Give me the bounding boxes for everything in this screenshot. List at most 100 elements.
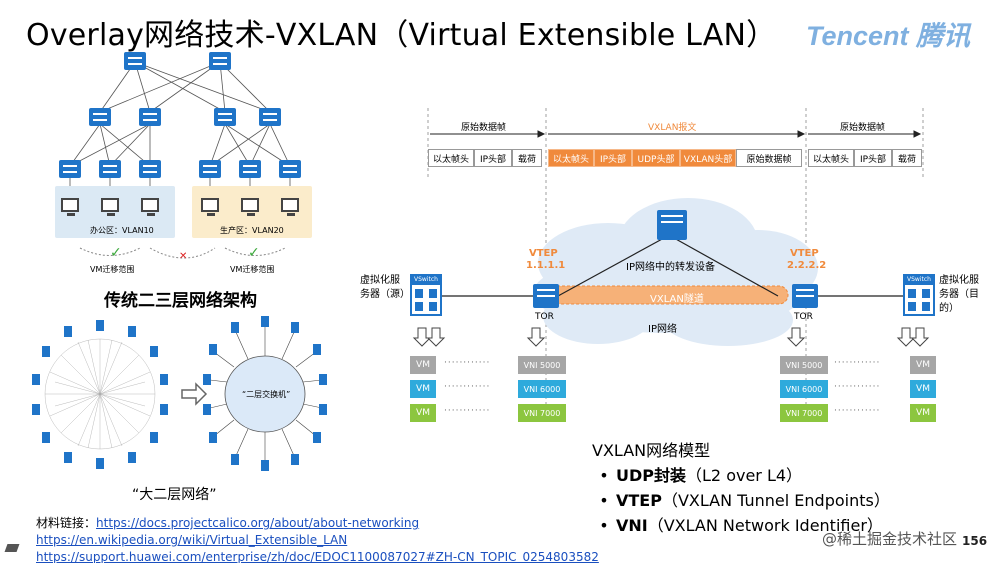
model-bullet: •UDP封装（L2 over L4） bbox=[592, 462, 890, 486]
access-switch-icon bbox=[139, 160, 161, 178]
network-links bbox=[69, 61, 291, 259]
dots: ············ bbox=[834, 358, 881, 368]
seg-vxlan-packet: VXLAN报文 bbox=[648, 123, 697, 133]
page-number: 156 bbox=[962, 534, 988, 548]
vtep-right-ip: 2.2.2.2 bbox=[787, 260, 827, 271]
vni-box: VNI 7000 bbox=[780, 404, 828, 422]
vni-box: VNI 5000 bbox=[518, 356, 566, 374]
vm-box: VM bbox=[910, 380, 936, 398]
core-switch-icon bbox=[209, 52, 231, 70]
bullet-rest: （VXLAN Network Identifier） bbox=[647, 516, 883, 535]
vm-box: VM bbox=[910, 356, 936, 374]
server-icon bbox=[141, 198, 159, 216]
server-icon bbox=[241, 198, 259, 216]
access-switch-icon bbox=[239, 160, 261, 178]
vxlan-tunnel-label: VXLAN隧道 bbox=[650, 294, 704, 305]
production-zone bbox=[192, 186, 312, 238]
frame-field: 以太帧头 bbox=[808, 149, 854, 167]
vxlan-diagram: 原始数据帧 VXLAN报文 原始数据帧 以太帧头 IP头部 载荷 以太帧头 IP… bbox=[358, 98, 979, 428]
dots: ············ bbox=[834, 406, 881, 416]
model-heading: VXLAN网络模型 bbox=[592, 441, 711, 460]
dots: ············ bbox=[444, 382, 491, 392]
forwarding-device-label: IP网络中的转发设备 bbox=[626, 262, 715, 273]
frame-field: 载荷 bbox=[892, 149, 922, 167]
vm-box: VM bbox=[410, 404, 436, 422]
check-icon: ✓ bbox=[248, 245, 260, 261]
frame-field: 以太帧头 bbox=[428, 149, 474, 167]
aggregation-switch-icon bbox=[139, 108, 161, 126]
ip-network-label: IP网络 bbox=[648, 324, 677, 335]
traditional-network-caption: 传统二三层网络架构 bbox=[104, 291, 257, 311]
tor-switch-icon bbox=[792, 284, 818, 308]
link-huawei[interactable]: https://support.huawei.com/enterprise/zh… bbox=[36, 550, 599, 563]
bullet-glyph: • bbox=[599, 491, 609, 510]
big-l2-diagram: “二层交换机” bbox=[20, 312, 330, 472]
dots: ············ bbox=[444, 358, 491, 368]
seg-original-frame-left: 原始数据帧 bbox=[461, 123, 507, 133]
access-switch-icon bbox=[59, 160, 81, 178]
vxlan-graphics bbox=[412, 108, 930, 418]
left-frame-header: 以太帧头 IP头部 载荷 bbox=[428, 149, 542, 167]
vswitch-label: VSwitch bbox=[412, 276, 440, 285]
server-icon bbox=[281, 198, 299, 216]
vm-box: VM bbox=[910, 404, 936, 422]
aggregation-switch-icon bbox=[214, 108, 236, 126]
link-wikipedia[interactable]: https://en.wikipedia.org/wiki/Virtual_Ex… bbox=[36, 533, 348, 547]
core-switch-icon bbox=[124, 52, 146, 70]
page-edge-icon bbox=[4, 544, 20, 552]
right-frame-header: 以太帧头 IP头部 载荷 bbox=[808, 149, 922, 167]
bullet-bold: VTEP bbox=[616, 491, 662, 510]
vm-box: VM bbox=[410, 380, 436, 398]
vm-scope-label: VM迁移范围 bbox=[230, 265, 275, 274]
bullet-glyph: • bbox=[599, 516, 609, 535]
vm-scope-label: VM迁移范围 bbox=[90, 265, 135, 274]
tor-left-label: TOR bbox=[535, 312, 554, 322]
access-switch-icon bbox=[199, 160, 221, 178]
vm-box: VM bbox=[410, 356, 436, 374]
tencent-logo: Tencent 腾讯 bbox=[806, 21, 971, 51]
vhost-dest-label: 虚拟化服务器（目的） bbox=[939, 275, 979, 314]
bullet-rest: （VXLAN Tunnel Endpoints） bbox=[661, 491, 890, 510]
vtep-left-label: VTEP bbox=[529, 248, 558, 259]
model-bullet: • VNI（VXLAN Network Identifier） bbox=[592, 512, 890, 536]
frame-field: IP头部 bbox=[854, 149, 892, 167]
slide-title: Overlay网络技术-VXLAN（Virtual Extensible LAN… bbox=[26, 18, 777, 53]
vxlan-frame-header: 以太帧头 IP头部 UDP头部 VXLAN头部 原始数据帧 bbox=[548, 149, 802, 167]
access-switch-icon bbox=[99, 160, 121, 178]
vni-box: VNI 5000 bbox=[780, 356, 828, 374]
check-icon: ✓ bbox=[110, 245, 122, 261]
links-prefix: 材料链接： bbox=[36, 516, 97, 530]
server-icon bbox=[61, 198, 79, 216]
vswitch-right-icon: VSwitch bbox=[903, 274, 935, 316]
bullet-rest: （L2 over L4） bbox=[686, 466, 803, 485]
office-zone-label: 办公区：VLAN10 bbox=[90, 226, 154, 235]
vtep-right-label: VTEP bbox=[790, 248, 819, 259]
frame-field: 原始数据帧 bbox=[736, 149, 802, 167]
big-switch-label: “二层交换机” bbox=[242, 390, 291, 399]
links-block: 材料链接：https://docs.projectcalico.org/abou… bbox=[36, 514, 599, 563]
tor-right-label: TOR bbox=[794, 312, 813, 322]
tor-switch-icon bbox=[533, 284, 559, 308]
traditional-network-diagram: 办公区：VLAN10 生产区：VLAN20 ✓ ✕ ✓ VM迁移范围 VM迁移范… bbox=[40, 48, 330, 283]
bullet-bold: UDP封装 bbox=[616, 466, 687, 485]
aggregation-switch-icon bbox=[89, 108, 111, 126]
frame-field: VXLAN头部 bbox=[680, 149, 736, 167]
vswitch-label: VSwitch bbox=[905, 276, 933, 285]
vhost-source-label: 虚拟化服务器（源） bbox=[360, 275, 410, 300]
aggregation-switch-icon bbox=[259, 108, 281, 126]
server-icon bbox=[201, 198, 219, 216]
model-bullet: • VTEP（VXLAN Tunnel Endpoints） bbox=[592, 487, 890, 511]
production-zone-label: 生产区：VLAN20 bbox=[220, 226, 284, 235]
office-zone bbox=[55, 186, 175, 238]
access-switch-icon bbox=[279, 160, 301, 178]
dots: ············ bbox=[834, 382, 881, 392]
big-l2-caption: “大二层网络” bbox=[132, 487, 217, 503]
vni-box: VNI 7000 bbox=[518, 404, 566, 422]
watermark: @稀土掘金技术社区 bbox=[822, 530, 958, 548]
link-calico[interactable]: https://docs.projectcalico.org/about/abo… bbox=[96, 516, 420, 530]
seg-original-frame-right: 原始数据帧 bbox=[840, 123, 886, 133]
router-icon bbox=[657, 210, 687, 240]
frame-field: IP头部 bbox=[594, 149, 632, 167]
frame-field: 载荷 bbox=[512, 149, 542, 167]
bullet-bold: VNI bbox=[616, 516, 648, 535]
